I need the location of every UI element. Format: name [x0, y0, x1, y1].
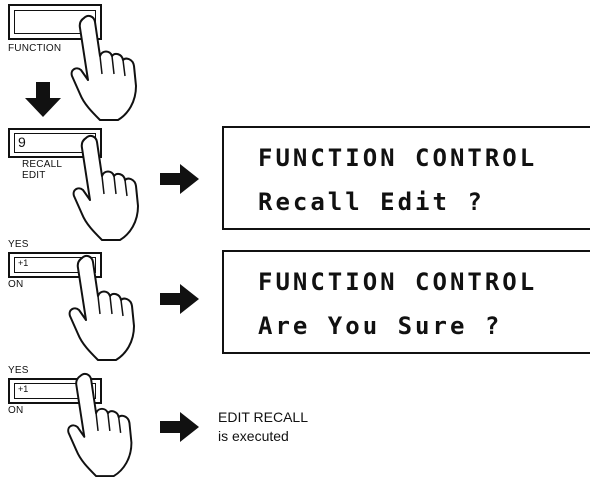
recall-edit-label-line2: EDIT: [22, 170, 46, 181]
result-line-1: EDIT RECALL: [218, 409, 308, 425]
lcd-line-2: Are You Sure ?: [258, 312, 503, 340]
lcd-line-1: FUNCTION CONTROL: [258, 144, 538, 172]
arrow-down-icon: [25, 82, 61, 117]
on-label: ON: [8, 405, 24, 416]
yes-on-button-face: [14, 383, 96, 399]
pointing-hand-icon: [72, 134, 139, 241]
pointing-hand-icon: [70, 14, 137, 121]
arrow-right-icon: [160, 284, 199, 314]
function-button-label: FUNCTION: [8, 43, 62, 54]
yes-on-button-value: +1: [18, 258, 29, 268]
lcd-line-2: Recall Edit ?: [258, 188, 485, 216]
pointing-hand-icon: [68, 254, 135, 361]
result-line-2: is executed: [218, 428, 289, 444]
recall-edit-label-line1: RECALL: [22, 159, 63, 170]
lcd-display-are-you-sure: FUNCTION CONTROL Are You Sure ?: [222, 250, 590, 354]
arrow-right-icon: [160, 412, 199, 442]
yes-label: YES: [8, 239, 29, 250]
lcd-display-recall-edit: FUNCTION CONTROL Recall Edit ?: [222, 126, 590, 230]
on-label: ON: [8, 279, 24, 290]
yes-label: YES: [8, 365, 29, 376]
arrow-right-icon: [160, 164, 199, 194]
recall-edit-button-value: 9: [18, 134, 26, 150]
yes-on-button-value: +1: [18, 384, 29, 394]
yes-on-button-face: [14, 257, 96, 273]
lcd-line-1: FUNCTION CONTROL: [258, 268, 538, 296]
yes-on-button[interactable]: +1: [8, 252, 102, 278]
pointing-hand-icon: [67, 372, 133, 478]
